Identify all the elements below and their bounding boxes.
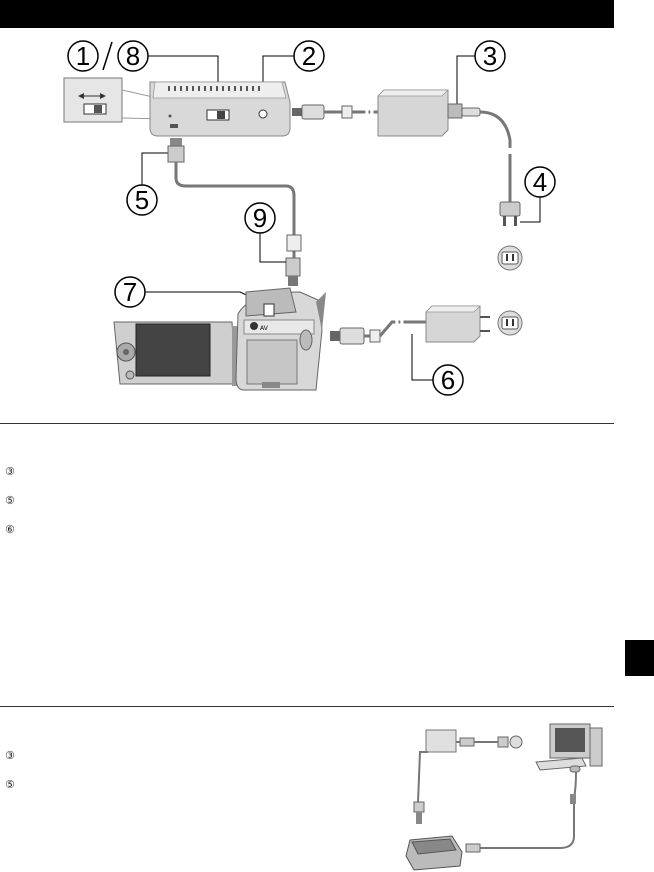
callout-3: 3 — [456, 40, 506, 104]
docking-station — [149, 81, 291, 137]
section-rule-1 — [0, 423, 614, 424]
pc-connection-diagram — [405, 723, 603, 871]
callout-5: 5 — [126, 152, 170, 216]
power-plug — [499, 201, 521, 226]
av-port-label: AV — [260, 325, 269, 332]
callout-9: 9 — [244, 202, 286, 263]
ac-adapter-2 — [425, 305, 490, 343]
dc-cable — [292, 104, 378, 120]
side-tab — [625, 640, 654, 676]
wall-outlet — [497, 245, 523, 271]
callout-2-number: 2 — [302, 41, 316, 71]
ac-adapter — [377, 89, 517, 202]
callout-4-number: 4 — [533, 167, 547, 197]
section-rule-2 — [0, 706, 614, 707]
av-cable — [167, 138, 302, 286]
callout-7: 7 — [114, 276, 269, 308]
step-marker-5b: ⑤ — [5, 778, 15, 791]
callout-9-number: 9 — [253, 203, 267, 233]
callout-1-number: 1 — [76, 41, 90, 71]
dc-cable-2 — [330, 315, 426, 345]
camcorder: AV — [113, 287, 326, 391]
callout-1-8: 1 8 — [67, 40, 219, 110]
callout-5-number: 5 — [135, 185, 149, 215]
callout-4: 4 — [520, 166, 556, 223]
computer-monitor — [480, 723, 603, 849]
step-marker-5: ⑤ — [5, 494, 15, 507]
wall-outlet-2 — [497, 310, 523, 336]
step-marker-3b: ③ — [5, 749, 15, 762]
step-marker-6: ⑥ — [5, 523, 15, 536]
step-marker-3: ③ — [5, 465, 15, 478]
header-bar — [0, 0, 614, 28]
connection-diagram: 1 8 2 3 — [63, 40, 556, 396]
callout-6-number: 6 — [441, 365, 455, 395]
callout-3-number: 3 — [483, 41, 497, 71]
callout-7-number: 7 — [123, 277, 137, 307]
dock-station-small — [405, 835, 481, 871]
ac-adapter-3 — [413, 729, 523, 824]
callout-6: 6 — [411, 334, 464, 396]
callout-8-number: 8 — [126, 41, 140, 71]
